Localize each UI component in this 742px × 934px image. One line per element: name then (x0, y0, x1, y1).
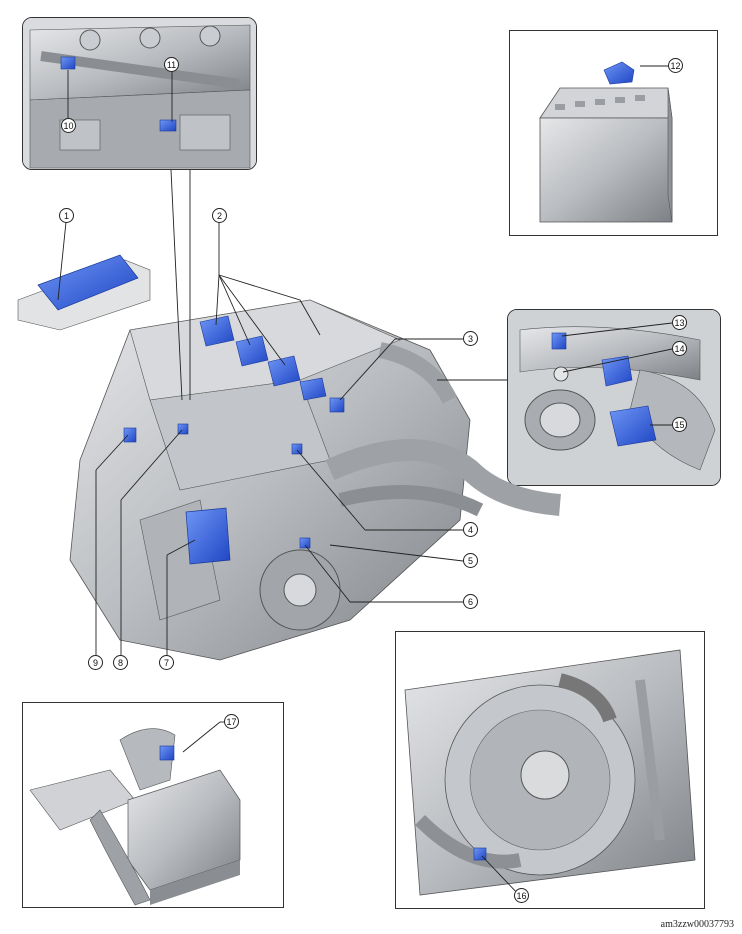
component-2d (299, 377, 327, 401)
component-2b (235, 335, 269, 367)
callout-3: 3 (463, 331, 478, 346)
component-14 (553, 366, 569, 382)
injector-detail-art (23, 18, 256, 169)
component-10 (60, 56, 76, 70)
component-1 (37, 254, 139, 311)
callout-10: 10 (61, 118, 76, 133)
component-7 (185, 507, 231, 565)
component-2c (267, 355, 301, 387)
leader-lines (57, 65, 673, 897)
callout-11: 11 (164, 57, 179, 72)
callout-8: 8 (113, 655, 128, 670)
radiator-fan-art (404, 649, 696, 896)
component-3 (329, 397, 345, 413)
component-13 (551, 332, 567, 350)
component-12 (603, 61, 635, 85)
component-17 (159, 745, 175, 761)
callout-15: 15 (672, 417, 687, 432)
callout-6: 6 (463, 594, 478, 609)
component-11 (159, 119, 177, 132)
sensor-detail-art (508, 310, 720, 485)
callout-13: 13 (672, 315, 687, 330)
callout-5: 5 (463, 553, 478, 568)
engine-art (17, 254, 562, 661)
callout-4: 4 (463, 522, 478, 537)
callout-16: 16 (514, 888, 529, 903)
callout-17: 17 (224, 714, 239, 729)
component-8 (177, 423, 189, 435)
air-cleaner-art (29, 728, 241, 906)
callout-7: 7 (159, 655, 174, 670)
component-15 (609, 405, 657, 447)
callout-9: 9 (88, 655, 103, 670)
component-2a (199, 315, 235, 347)
callout-14: 14 (672, 341, 687, 356)
component-14b (601, 355, 633, 387)
component-9 (123, 427, 137, 443)
callout-12: 12 (668, 58, 683, 73)
figure-id: am3zzw00037793 (660, 919, 734, 930)
component-6 (299, 537, 311, 549)
callout-1: 1 (59, 208, 74, 223)
component-4 (291, 443, 303, 455)
callout-2: 2 (212, 208, 227, 223)
battery-art (539, 61, 673, 223)
